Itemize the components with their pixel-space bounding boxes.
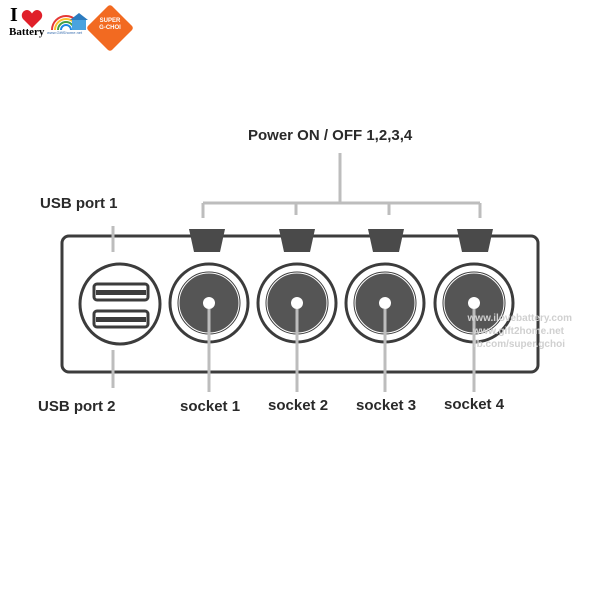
usb-port-2-tongue: [96, 317, 146, 322]
logo-battery-word: Battery: [9, 26, 45, 38]
usb-port-2-label: USB port 2: [38, 398, 116, 415]
socket-1-pin: [203, 297, 215, 309]
usb-ring: [78, 262, 162, 346]
socket-1-label: socket 1: [180, 398, 241, 415]
usb-port-1-label: USB port 1: [40, 195, 118, 212]
watermark-line-2: www.gift2home.net: [472, 326, 564, 337]
power-switch-3[interactable]: [368, 229, 404, 252]
power-switches: [189, 229, 493, 252]
rainbow-house-icon: [51, 13, 88, 31]
super-gchoi-text: SUPER G-CHOI: [93, 18, 127, 32]
power-switch-4[interactable]: [457, 229, 493, 252]
socket-2[interactable]: [256, 262, 338, 392]
usb-port-1-tongue: [96, 290, 146, 295]
socket-3-label: socket 3: [356, 397, 417, 414]
socket-1[interactable]: [168, 262, 250, 392]
usb-port-1[interactable]: [92, 282, 150, 302]
power-switch-1[interactable]: [189, 229, 225, 252]
gift-home-text: www.GiftShome.net: [47, 30, 83, 35]
heart-icon: [21, 10, 43, 28]
logo-i-letter: I: [10, 4, 18, 26]
socket-4-pin: [468, 297, 480, 309]
watermark-line-3: fb.com/super.gchoi: [473, 339, 565, 350]
super-gchoi-line1: SUPER: [99, 18, 121, 24]
socket-2-pin: [291, 297, 303, 309]
socket-4-label: socket 4: [444, 396, 505, 413]
super-gchoi-line2: G-CHOI: [99, 25, 121, 31]
socket-3[interactable]: [344, 262, 426, 392]
power-bracket: [201, 153, 482, 218]
socket-4[interactable]: [433, 262, 515, 392]
usb-block: [78, 262, 162, 346]
watermark-line-1: www.ilovebattery.com: [467, 313, 572, 324]
power-label: Power ON / OFF 1,2,3,4: [248, 127, 413, 144]
usb-port-2[interactable]: [92, 309, 150, 329]
socket-2-label: socket 2: [268, 397, 329, 414]
socket-3-pin: [379, 297, 391, 309]
power-switch-2[interactable]: [279, 229, 315, 252]
